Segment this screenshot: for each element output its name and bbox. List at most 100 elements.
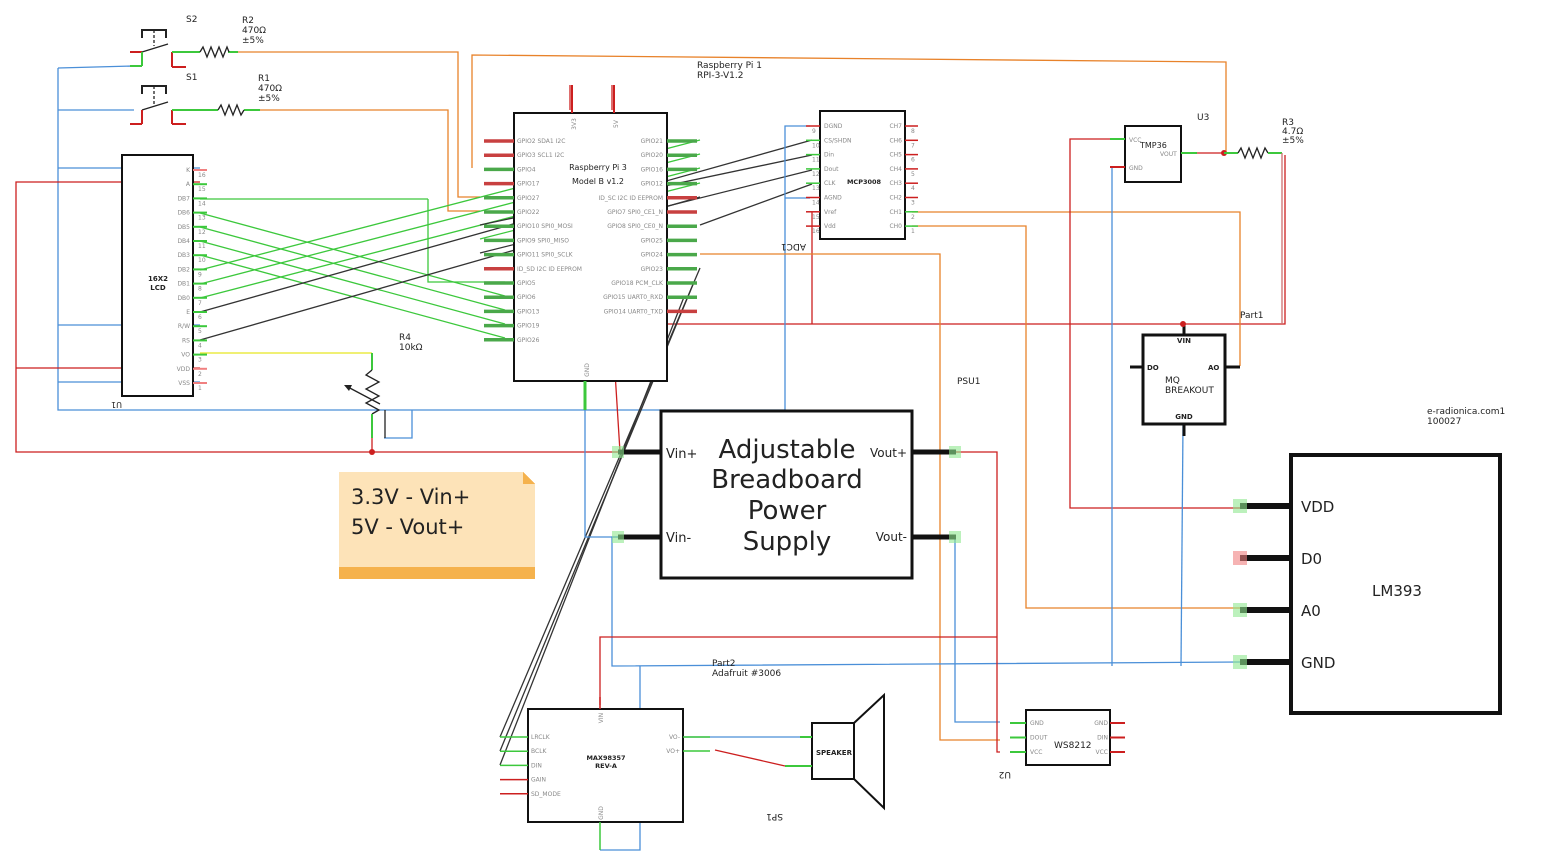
rpi-pin-5v: 5V: [613, 119, 620, 128]
max98357-amp[interactable]: MAX98357 REV-A LRCLKBCLKDINGAINSD_MODEVO…: [500, 697, 710, 850]
switch-s2[interactable]: [141, 29, 169, 53]
rpi-right-pin-label: GPIO23: [641, 266, 664, 273]
mcp-right-pin-label: CH4: [889, 166, 902, 173]
r2-ref: R2: [242, 16, 254, 26]
mcp-right-pin-label: CH6: [889, 137, 902, 144]
mq-title: MQ: [1165, 376, 1180, 386]
adjustable-power-supply[interactable]: Adjustable Breadboard Power Supply Vin+ …: [612, 409, 961, 580]
lcd-pin-label: A: [186, 181, 191, 188]
rpi-left-pin-label: GPIO13: [517, 308, 540, 315]
raspberry-pi-3[interactable]: Raspberry Pi 3 Model B v1.2 GPIO2 SDA1 I…: [484, 85, 697, 410]
lcd-pin-label: K: [186, 167, 191, 174]
mcp-right-pin-number: 4: [911, 185, 915, 192]
lm393-pin-a0: A0: [1301, 602, 1321, 620]
wire-3v3-left-rail[interactable]: [15, 181, 620, 453]
psu-title-line2: Breadboard: [711, 465, 862, 495]
speaker[interactable]: SPEAKER: [785, 692, 885, 811]
sticky-note[interactable]: 3.3V - Vin+ 5V - Vout+: [339, 472, 535, 579]
lm393-title: LM393: [1372, 582, 1422, 600]
mcp-left-pin-number: 10: [812, 142, 820, 149]
potentiometer-r4[interactable]: [344, 353, 386, 452]
mq-subtitle: BREAKOUT: [1165, 386, 1214, 396]
ws-left-pin-label: VCC: [1030, 749, 1042, 756]
mcp3008-adc[interactable]: MCP3008 DGND9CS/SHDN10Din11Dout12CLK13AG…: [806, 110, 918, 240]
ws-left-pin-label: GND: [1030, 720, 1044, 727]
psu-ref: PSU1: [957, 377, 980, 387]
lm393-module[interactable]: LM393 VDD D0 A0 GND: [1233, 453, 1502, 715]
psu-title-line4: Supply: [743, 527, 832, 557]
max-left-pin-label: BCLK: [531, 748, 548, 755]
mcp-left-pin-number: 15: [812, 214, 820, 221]
lcd-pin-label: E: [186, 309, 190, 316]
lm393-pin-d0: D0: [1301, 550, 1322, 568]
mcp-left-pin-number: 14: [812, 200, 820, 207]
tmp-pin-vout: VOUT: [1160, 151, 1177, 158]
lm393-pin-gnd: GND: [1301, 654, 1335, 672]
s2-ref: S2: [186, 15, 197, 25]
mcp-left-pin-label: Vdd: [824, 223, 836, 230]
resistor-r3[interactable]: [1237, 146, 1269, 160]
r2-tolerance: ±5%: [242, 36, 264, 46]
lcd-pin-number: 16: [198, 172, 206, 179]
resistor-r1[interactable]: [217, 103, 245, 117]
lcd-ref: U1: [111, 400, 122, 409]
rpi-right-pin-label: GPIO12: [641, 181, 664, 188]
ws-right-pin-label: DIN: [1097, 735, 1108, 742]
max-ref: Part2: [712, 659, 736, 669]
mcp-right-pin-number: 1: [911, 228, 915, 235]
rpi-ref: Raspberry Pi 1: [697, 61, 762, 71]
mcp-right-pin-number: 5: [911, 171, 915, 178]
s1-ref: S1: [186, 73, 197, 83]
mq-pin-gnd: GND: [1175, 413, 1193, 421]
switch-s1[interactable]: [141, 85, 169, 111]
mcp-right-pin-number: 2: [911, 214, 915, 221]
mcp-right-pin-label: CH5: [889, 152, 902, 159]
lcd-pin-label: VSS: [178, 380, 190, 387]
lcd-pin-label: DB5: [177, 224, 190, 231]
rpi-right-pin-label: GPIO20: [641, 152, 664, 159]
rpi-left-pin-label: GPIO9 SPI0_MISO: [517, 237, 569, 244]
mcp-left-pin-label: DGND: [824, 123, 843, 130]
lcd-subtitle: LCD: [150, 284, 166, 292]
ws-left-pin-label: DOUT: [1030, 735, 1048, 742]
lcd-pin-number: 9: [198, 271, 202, 278]
tmp36-sensor[interactable]: TMP36 VCC GND VOUT: [1110, 125, 1197, 183]
rpi-subtitle: Model B v1.2: [572, 177, 624, 186]
lcd-title: 16X2: [148, 275, 168, 283]
mcp-left-pin-number: 9: [812, 128, 816, 135]
note-footer-bar: [339, 567, 535, 579]
max-pin-vin: VIN: [598, 713, 605, 723]
max-title: MAX98357: [586, 754, 625, 762]
ws-title: WS8212: [1054, 741, 1092, 751]
wire-r1-gpio22[interactable]: [260, 109, 480, 212]
wire-r2-gpio27[interactable]: [238, 51, 480, 198]
rpi-left-pin-label: GPIO22: [517, 209, 540, 216]
mq-pin-vin: VIN: [1177, 337, 1191, 345]
rpi-part: RPI-3-V1.2: [697, 71, 744, 81]
lcd-pin-label: DB7: [177, 195, 190, 202]
rpi-title: Raspberry Pi 3: [569, 163, 627, 172]
speaker-title: SPEAKER: [816, 749, 853, 757]
psu-title-line1: Adjustable: [719, 435, 856, 465]
lcd-pin-number: 8: [198, 286, 202, 293]
ws-ref: U2: [999, 769, 1011, 779]
max-left-pin-label: DIN: [531, 762, 542, 769]
lcd-pin-number: 11: [198, 243, 206, 250]
rpi-pin-3v3: 3V3: [571, 118, 578, 130]
mcp-left-pin-label: Din: [824, 152, 834, 159]
mcp-left-pin-label: Dout: [824, 166, 839, 173]
r1-ref: R1: [258, 74, 270, 84]
mq-breakout[interactable]: VIN DO AO GND MQ BREAKOUT: [1130, 324, 1240, 436]
mcp-right-pin-label: CH0: [889, 223, 902, 230]
lcd-pin-label: RS: [182, 337, 190, 344]
mcp-right-pin-number: 7: [911, 142, 915, 149]
r3-value: 4.7Ω: [1282, 127, 1303, 137]
mcp-ref: ADC1: [781, 241, 806, 251]
r4-ref: R4: [399, 333, 411, 343]
lm393-ref: e-radionica.com1: [1427, 407, 1505, 417]
resistor-r2[interactable]: [199, 45, 230, 59]
lcd-16x2[interactable]: 16X2 LCD K16A15DB714DB613DB512DB411DB310…: [121, 154, 207, 397]
wire-gpio4-top[interactable]: [471, 54, 1227, 168]
